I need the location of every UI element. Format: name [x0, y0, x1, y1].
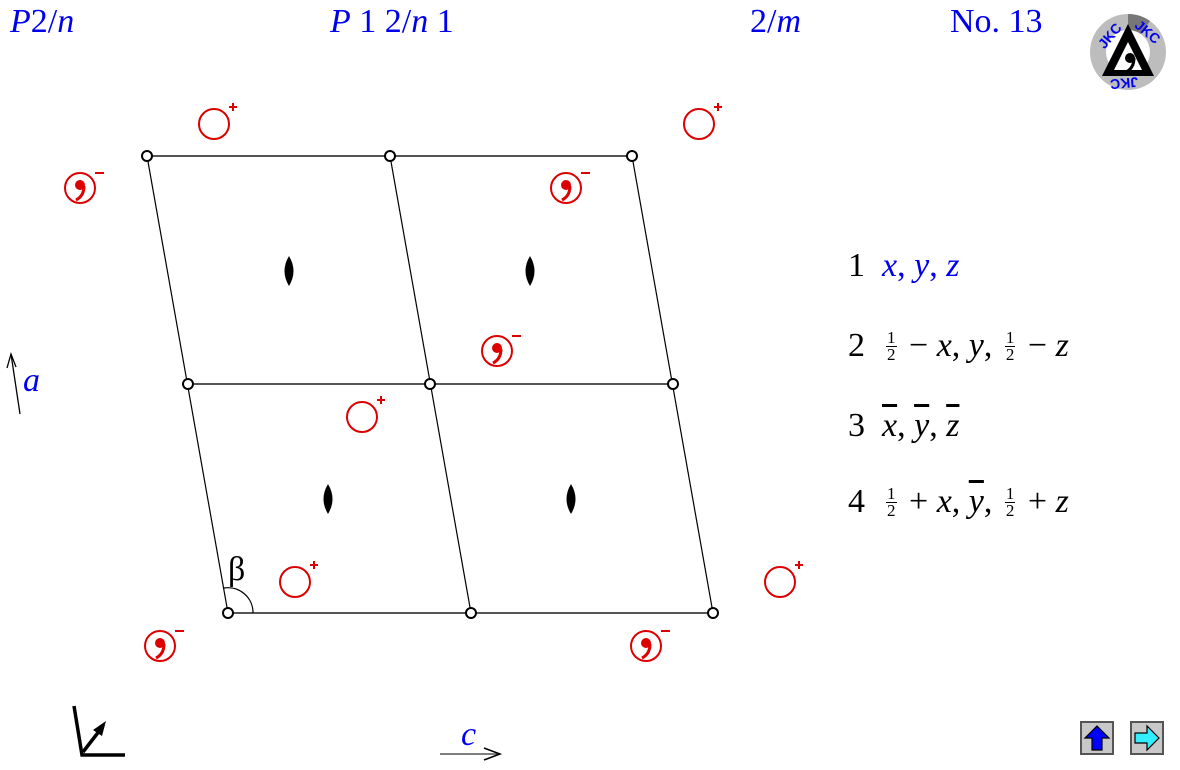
position-plus-icon	[683, 103, 722, 140]
coord-x-bar: x	[882, 407, 898, 444]
coord-y-bar: y	[968, 483, 984, 520]
coord-z-bar: z	[946, 407, 960, 444]
arrow-up-icon	[1083, 725, 1111, 751]
orientation-arrowhead	[93, 721, 106, 736]
operator: −	[1019, 327, 1056, 364]
inversion-center-icon	[626, 150, 638, 162]
inversion-center-icon	[384, 150, 396, 162]
symbol-part: 2/	[30, 3, 58, 40]
twofold-axes	[284, 256, 576, 514]
beta-angle-arc	[223, 587, 254, 614]
separator: ,	[897, 407, 915, 444]
space-group-number: No. 13	[950, 3, 1043, 40]
jkc-logo[interactable]: JKC JKC JKC	[1088, 12, 1168, 93]
separator: ,	[951, 327, 969, 364]
mirror-letter: m	[776, 3, 802, 40]
lattice-letter: P	[10, 3, 31, 40]
position-minus-comma-icon	[550, 172, 590, 204]
point-group-prefix: 2/	[750, 3, 777, 40]
position-minus-comma-icon	[630, 630, 670, 662]
nav-next-button[interactable]	[1130, 721, 1164, 755]
inversion-center-icon	[707, 607, 719, 619]
separator: ,	[897, 247, 915, 284]
symbol-part: 1	[428, 3, 454, 40]
glide-letter: n	[57, 3, 75, 40]
inversion-center-icon	[141, 150, 153, 162]
twofold-axis-icon	[525, 256, 535, 286]
full-symbol: P 1 2/n 1	[330, 2, 454, 42]
inversion-centers	[141, 150, 719, 619]
logo-icon: JKC JKC JKC	[1090, 13, 1166, 93]
position-minus-comma-icon	[144, 630, 184, 662]
operator: +	[1019, 483, 1056, 520]
coord-z: z	[946, 247, 960, 284]
separator: ,	[983, 327, 1001, 364]
coord-z: z	[1055, 483, 1069, 520]
coord-y-bar: y	[914, 407, 930, 444]
inversion-center-icon	[424, 378, 436, 390]
orientation-icon	[72, 705, 125, 757]
position-plus-icon	[198, 103, 237, 140]
twofold-axis-icon	[284, 256, 294, 286]
a-axis-arrow-icon	[6, 351, 21, 415]
coord-x: x	[882, 247, 898, 284]
svg-text:JKC: JKC	[1109, 74, 1138, 92]
operator: +	[900, 483, 937, 520]
twofold-axis-icon	[323, 484, 333, 514]
operation-number: 2	[848, 327, 865, 364]
inversion-center-icon	[222, 607, 234, 619]
inversion-center-icon	[182, 378, 194, 390]
arrow-right-icon	[1134, 724, 1160, 752]
twofold-axis-icon	[566, 484, 576, 514]
position-minus-comma-icon	[64, 172, 104, 204]
operation-number: 3	[848, 407, 865, 444]
coord-x: x	[936, 483, 952, 520]
position-plus-icon	[346, 396, 385, 433]
nav-up-button[interactable]	[1080, 721, 1114, 755]
coord-x: x	[936, 327, 952, 364]
position-plus-icon	[279, 561, 318, 598]
position-minus-comma-icon	[481, 335, 521, 367]
lattice-letter: P	[330, 3, 351, 40]
coord-y: y	[914, 247, 930, 284]
point-group: 2/m	[750, 2, 801, 42]
a-axis-label: a	[23, 362, 40, 399]
symbol-part: 1 2/	[350, 3, 412, 40]
separator: ,	[929, 407, 947, 444]
glide-letter: n	[411, 3, 429, 40]
short-symbol: P2/n	[10, 2, 74, 42]
operator: −	[900, 327, 937, 364]
positions-minus	[64, 172, 670, 662]
separator: ,	[983, 483, 1001, 520]
operation-number: 4	[848, 483, 865, 520]
position-plus-icon	[764, 561, 803, 598]
separator: ,	[929, 247, 947, 284]
inversion-center-icon	[465, 607, 477, 619]
c-axis-arrow-icon	[440, 747, 503, 761]
operation-number: 1	[848, 247, 865, 284]
coord-y: y	[968, 327, 984, 364]
coord-z: z	[1055, 327, 1069, 364]
c-axis-label: c	[461, 716, 477, 753]
beta-label: β	[228, 551, 245, 588]
inversion-center-icon	[667, 378, 679, 390]
positions-plus	[198, 103, 803, 598]
separator: ,	[951, 483, 969, 520]
